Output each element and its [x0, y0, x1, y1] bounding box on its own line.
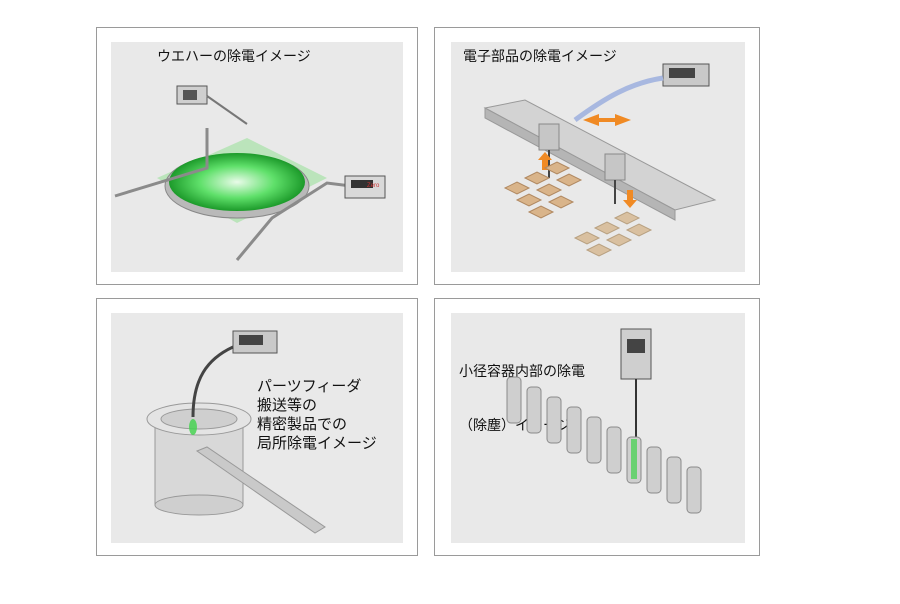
- feeder-caption-line: 精密製品での: [257, 415, 348, 433]
- container-panel: 小径容器内部の除電 （除塵）イメージ: [434, 298, 760, 556]
- component-pads-left: [503, 161, 583, 219]
- feeder-track: [195, 446, 326, 534]
- feeder-caption-line: パーツフィーダ: [257, 377, 362, 395]
- parts-panel: 電子部品の除電イメージ: [434, 27, 760, 285]
- ionizer-left: [176, 85, 248, 125]
- ionizer-arm-left: [114, 128, 209, 198]
- ion-flow: [631, 439, 637, 479]
- pickup-head-left: [538, 123, 560, 151]
- container-title-line: （除塵）イメージ: [459, 418, 571, 434]
- feeder-panel: パーツフィーダ 搬送等の 精密製品での 局所除電イメージ: [96, 298, 418, 556]
- feeder-caption-line: 局所除電イメージ: [257, 434, 377, 452]
- container-illustration: [506, 328, 702, 514]
- feeder-illustration: [146, 330, 326, 534]
- ionizer: [191, 330, 278, 418]
- parts-panel-title: 電子部品の除電イメージ: [463, 49, 617, 65]
- parts-illustration: [483, 63, 717, 257]
- ion-flow: [189, 419, 197, 435]
- wafer-panel-title: ウエハーの除電イメージ: [157, 49, 311, 65]
- wafer-panel: ウエハーの除電イメージ Zero: [96, 27, 418, 285]
- pickup-head-right: [604, 153, 626, 181]
- ionizer: [573, 63, 710, 123]
- wafer-illustration: Zero: [114, 85, 386, 261]
- containers: [506, 376, 702, 514]
- motion-arrow-down: [623, 190, 637, 208]
- ionizer-right: Zero: [344, 175, 386, 199]
- motion-arrow-up: [538, 152, 552, 170]
- component-pads-right: [573, 211, 653, 257]
- feeder-caption-line: 搬送等の: [257, 396, 318, 414]
- gantry-beam: [483, 99, 717, 211]
- svg-text:Zero: Zero: [367, 183, 380, 189]
- ionizer: [620, 328, 652, 441]
- feeder-bowl: [146, 402, 252, 516]
- feeder-caption: パーツフィーダ 搬送等の 精密製品での 局所除電イメージ: [257, 377, 377, 453]
- container-title-line: 小径容器内部の除電: [459, 364, 585, 380]
- container-panel-title: 小径容器内部の除電 （除塵）イメージ: [459, 327, 585, 471]
- motion-arrow-horizontal: [583, 114, 631, 126]
